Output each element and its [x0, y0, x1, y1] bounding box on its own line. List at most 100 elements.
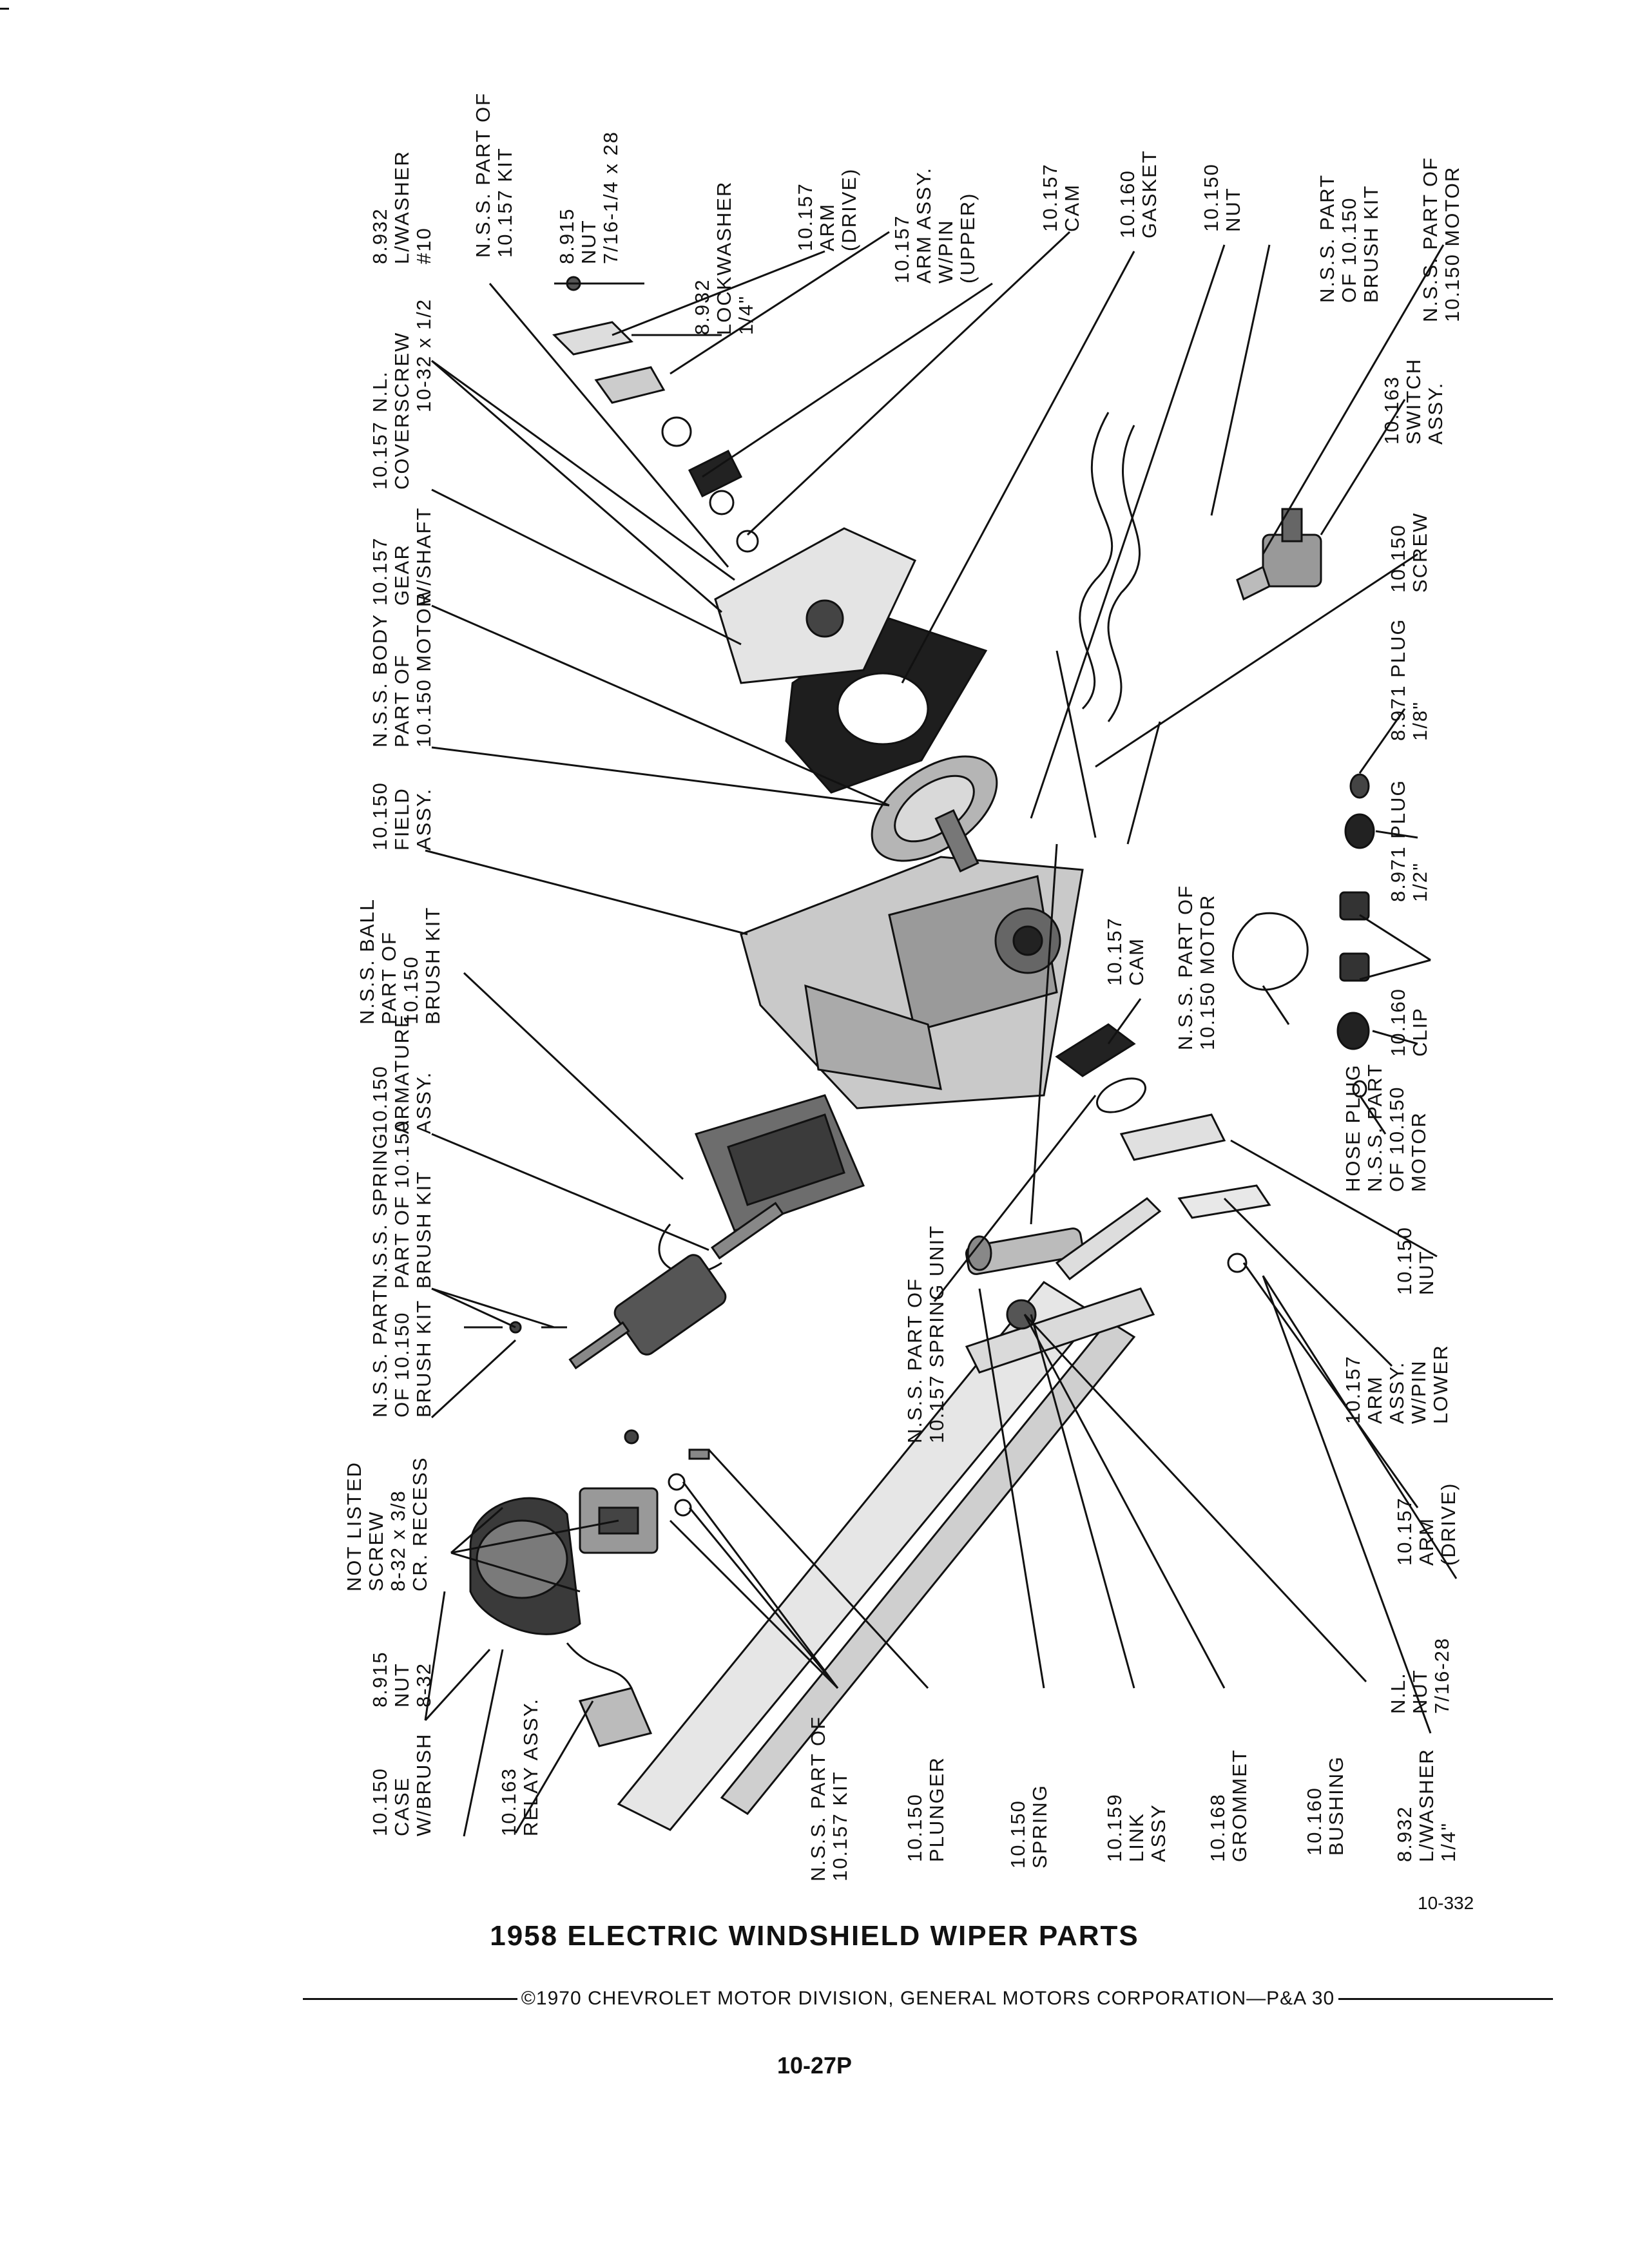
callout-line: BRUSH KIT [412, 1300, 435, 1418]
callout-line: 8.932 [691, 278, 713, 335]
callout-line: SPRING [1028, 1784, 1051, 1869]
page-title: 1958 ELECTRIC WINDSHIELD WIPER PARTS [490, 1920, 1139, 1952]
callout-line: LINK [1125, 1812, 1148, 1862]
callout-line: 8.915 [555, 207, 578, 264]
callout-line: NUT [1415, 1250, 1438, 1295]
callout-line: COVER [390, 412, 413, 490]
callout-line: ARM ASSY. [912, 167, 935, 284]
callout-line: 10.150 MOTOR [1441, 166, 1463, 322]
callout-line: (UPPER) [956, 193, 979, 284]
callout-line: 10.163 [1380, 376, 1403, 445]
callout-line: (DRIVE) [1437, 1483, 1460, 1566]
callout-line: ASSY. [412, 788, 435, 850]
upper-arm-cluster [552, 276, 759, 553]
callout-line: PART OF [378, 931, 400, 1024]
rule-left [303, 1997, 517, 2000]
callout-line: OF 10.150 [390, 1312, 413, 1418]
callout-line: (DRIVE) [838, 168, 860, 251]
callout-line: 10.160 [1303, 1787, 1325, 1856]
callout-line: 1/4" [1437, 1822, 1460, 1862]
callout-line: 8-32 [412, 1662, 435, 1707]
callout-line: L/WASHER [390, 150, 413, 264]
callout-line: ARM [1415, 1517, 1438, 1566]
callout-line: LOCKWASHER [713, 181, 735, 335]
callout-line: W/PIN [1407, 1360, 1430, 1424]
callout-line: 8.932 [1393, 1805, 1416, 1862]
callout-line: 10.157 [369, 421, 391, 490]
callout-line: L/WASHER [1415, 1748, 1438, 1862]
brush-springs [464, 1321, 710, 1517]
copyright-line: ©1970 CHEVROLET MOTOR DIVISION, GENERAL … [303, 1988, 1553, 2010]
callout-line: 10.157 [1393, 1497, 1416, 1566]
callout-line: 10.160 [1387, 988, 1409, 1057]
callout-line: 10.157 KIT [829, 1771, 851, 1881]
wire-harness [1055, 412, 1161, 845]
copyright-text: ©1970 CHEVROLET MOTOR DIVISION, GENERAL … [521, 1988, 1335, 2009]
callout-line: W/PIN [934, 219, 957, 284]
callout-line: GASKET [1138, 149, 1161, 238]
corner-mark [0, 8, 9, 10]
callout-line: MOTOR [1407, 1111, 1430, 1192]
callout-line: 10.159 [1103, 1793, 1126, 1862]
callout-line: 10.163 [497, 1767, 520, 1836]
callout-line: 8-32 x 3/8 [387, 1490, 409, 1591]
callout-line: 10.150 [1387, 524, 1409, 593]
callout-line: BRUSH KIT [1360, 185, 1382, 303]
callout-line: 10.150 [1007, 1800, 1029, 1869]
callout-line: ASSY. [1424, 382, 1447, 445]
callout-line: 10.150 [369, 782, 391, 850]
callout-line: FIELD [390, 787, 413, 850]
callout-line: ARM [1364, 1376, 1386, 1424]
callout-line: 1/4" [735, 295, 757, 335]
callout-line: N.S.S. SPRING [369, 1132, 391, 1289]
callout-line: 10.150 MOTOR [1196, 894, 1219, 1050]
rule-right [1338, 1997, 1553, 2000]
callout-line: BRUSH KIT [412, 1171, 435, 1289]
callout-line: OF 10.150 [1338, 197, 1360, 303]
callout-line: ARMATURE [390, 1013, 413, 1134]
callout-line: N.S.S. PART OF [903, 1278, 926, 1443]
callout-line: LOWER [1429, 1344, 1452, 1424]
callout-line: SCREW [365, 1511, 387, 1591]
lower-arm-assembly [965, 1197, 1162, 1281]
callout-line: 10.157 [1039, 163, 1061, 232]
callout-line: 8.971 PLUG [1387, 779, 1409, 902]
callout-line: GROMMET [1228, 1749, 1251, 1862]
relay-assembly [578, 1487, 659, 1747]
field-assembly [658, 1094, 865, 1274]
callout-line: NOT LISTED [343, 1461, 365, 1591]
callout-line: 1/2" [1409, 862, 1431, 902]
callout-line: PART OF 10.150 [390, 1120, 413, 1289]
callout-line: N.S.S. BODY [369, 613, 391, 747]
page-number: 10-27P [776, 2052, 853, 2079]
armature [568, 1202, 784, 1370]
callout-line: 1/8" [1409, 701, 1431, 741]
